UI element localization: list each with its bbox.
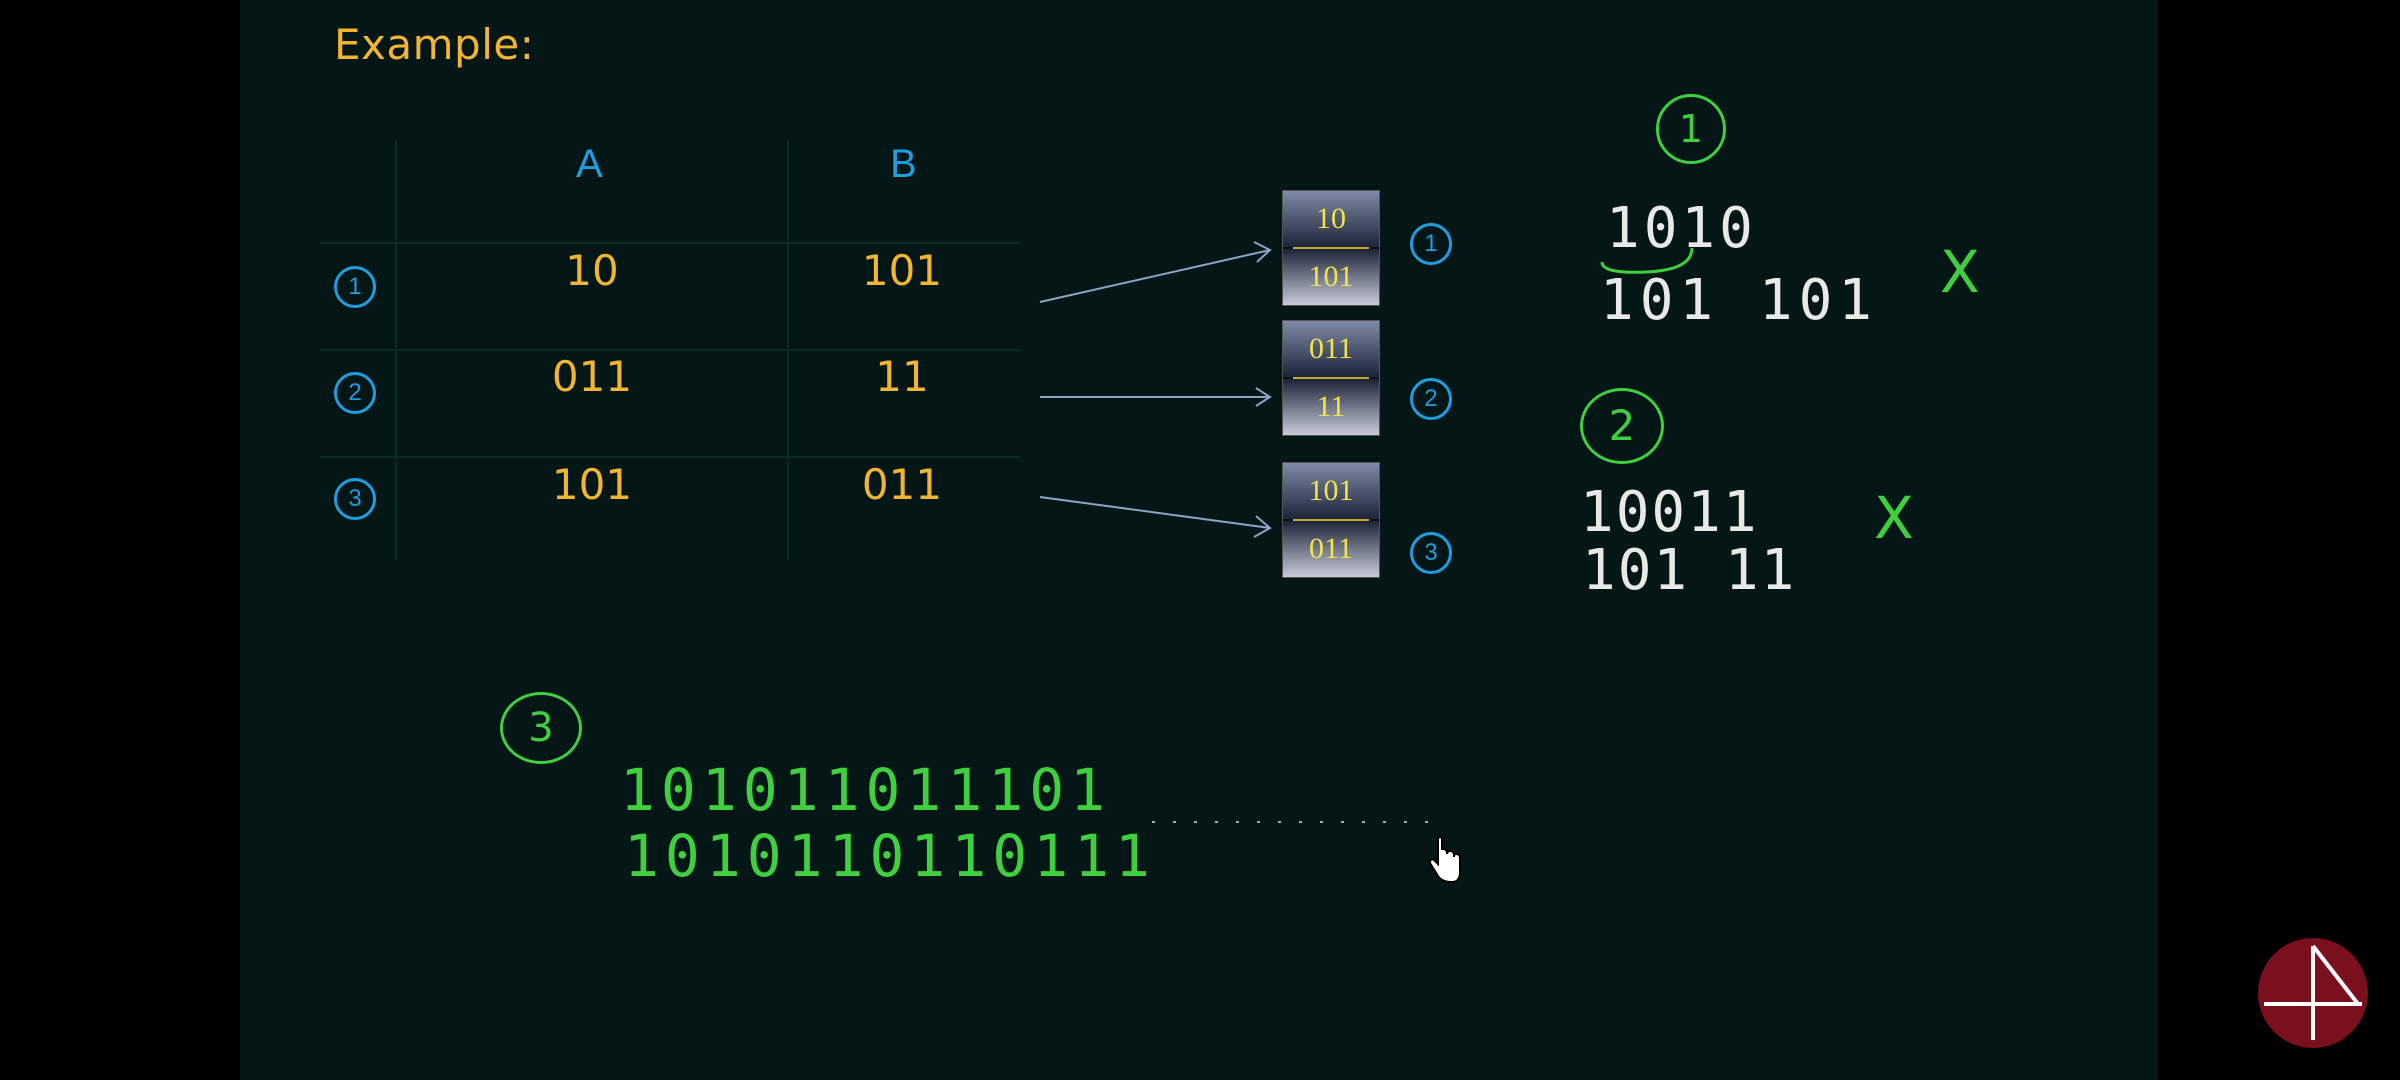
domino-number-1: 1	[1410, 223, 1452, 265]
arrows	[1039, 241, 1272, 538]
attempt-2-ring: 2	[1580, 388, 1664, 464]
row-number-3: 3	[334, 478, 376, 520]
cell-b-2: 11	[875, 352, 929, 401]
attempt-2-bottom: 101 11	[1582, 538, 1797, 603]
domino-3: 101 011	[1282, 462, 1380, 578]
attempt-1-ring: 1	[1656, 94, 1726, 164]
hand-cursor-icon	[1428, 836, 1461, 884]
attempt-3-bottom: 1010110110111	[624, 822, 1156, 890]
domino-number-2: 2	[1410, 378, 1452, 420]
column-header-b: B	[890, 142, 917, 186]
domino-1-bottom: 101	[1283, 249, 1379, 305]
cell-a-1: 10	[565, 246, 619, 295]
domino-2: 011 11	[1282, 320, 1380, 436]
dotted-trail	[1152, 821, 1440, 823]
domino-number-3: 3	[1410, 532, 1452, 574]
attempt-1-brackets	[1600, 247, 1694, 274]
row-number-2: 2	[334, 372, 376, 414]
table-grid	[320, 140, 1272, 560]
cell-b-3: 011	[861, 460, 943, 509]
attempt-1-bottom: 101 101	[1600, 268, 1879, 333]
domino-3-bottom: 011	[1283, 521, 1379, 577]
attempt-1-top: 1010	[1606, 196, 1757, 261]
column-header-a: A	[576, 142, 603, 186]
domino-1: 10 101	[1282, 190, 1380, 306]
domino-2-top: 011	[1283, 321, 1379, 377]
attempt-2-top: 10011	[1580, 480, 1759, 545]
channel-logo-icon	[2258, 938, 2368, 1048]
cell-a-2: 011	[551, 352, 633, 401]
domino-1-top: 10	[1283, 191, 1379, 247]
attempt-3-ring: 3	[500, 692, 582, 764]
attempt-1-mark: X	[1940, 238, 1980, 306]
attempt-2-mark: X	[1874, 484, 1914, 552]
domino-2-bottom: 11	[1283, 379, 1379, 435]
attempt-3-top: 101011011101	[620, 756, 1112, 824]
cell-b-1: 101	[861, 246, 943, 295]
domino-3-top: 101	[1283, 463, 1379, 519]
board: Example: A B 1 2 3 10 101 011 11 101 011…	[240, 0, 2158, 1080]
row-number-1: 1	[334, 266, 376, 308]
cell-a-3: 101	[551, 460, 633, 509]
page-title: Example:	[334, 20, 535, 69]
